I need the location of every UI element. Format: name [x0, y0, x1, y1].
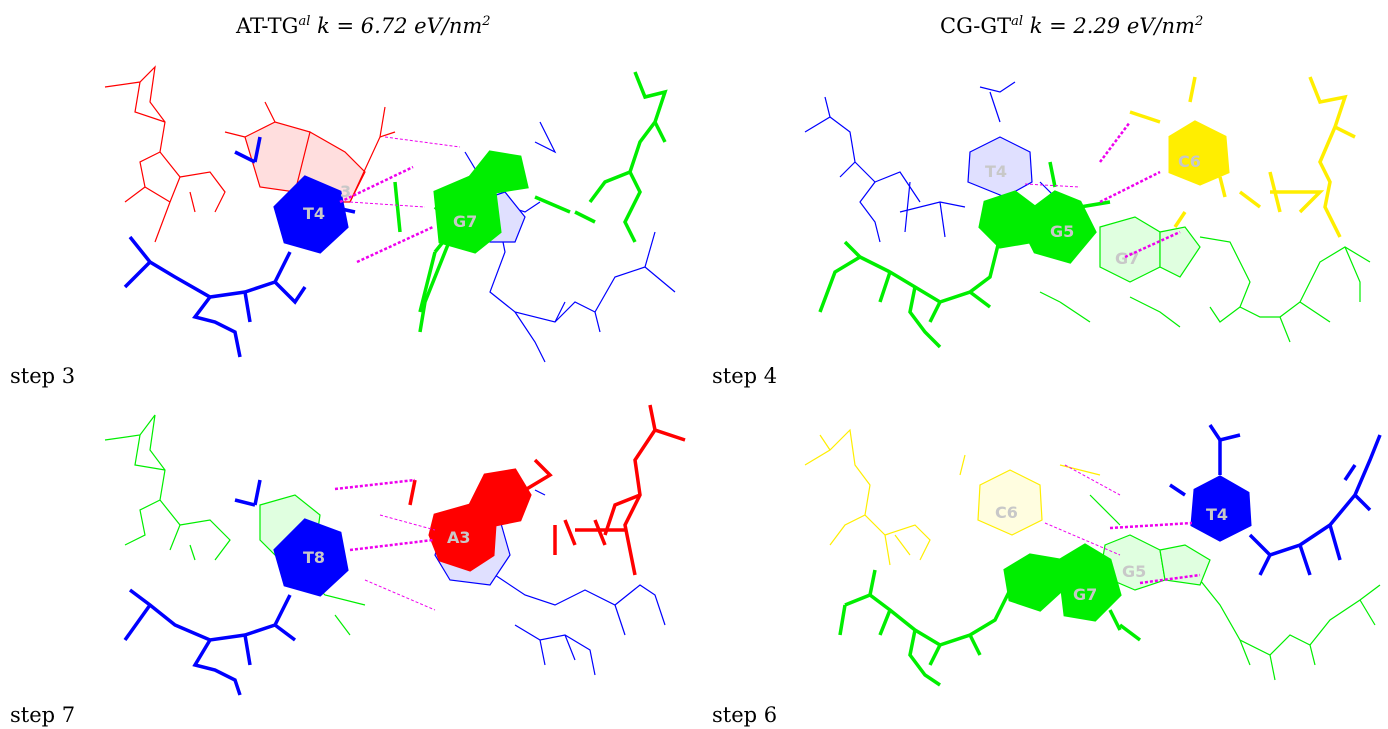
hydrogen-bonds-thin [1044, 464, 1121, 556]
base-g7-ring [433, 150, 529, 254]
pair-superscript: al [1011, 14, 1024, 29]
base-c6-ring [1168, 120, 1230, 186]
hydrogen-bonds [334, 478, 434, 552]
pair-name: AT-TG [236, 14, 299, 38]
stiffness-value: k = 6.72 eV/nm [317, 14, 483, 38]
hydrogen-bonds-thin [1024, 183, 1081, 188]
molecule-panel-step-6: C6 T4 G5 [804, 424, 1382, 687]
backbone-red-thick [408, 404, 686, 576]
backbone-green-thick [838, 569, 1142, 687]
residue-label-c6: C6 [1178, 152, 1201, 171]
stiffness-value: k = 2.29 eV/nm [1029, 14, 1195, 38]
base-g7-ring-pale [1099, 216, 1201, 283]
molecule-panel-step-3: T4 3 G7 [104, 65, 676, 363]
step-label-3: step 3 [10, 364, 76, 388]
base-t8-ring [273, 518, 349, 597]
base-t4-ring [273, 175, 349, 254]
pair-name: CG-GT [940, 14, 1012, 38]
step-label-7: step 7 [10, 703, 76, 727]
backbone-green-thin [1089, 494, 1381, 681]
base-g5-ring-pale [1099, 534, 1211, 591]
base-a3-ring [428, 468, 532, 572]
residue-label-t4: T4 [1206, 505, 1228, 524]
residue-label-t4: T4 [985, 162, 1007, 181]
step-label-6: step 6 [712, 703, 778, 727]
backbone-green-thick [818, 161, 1111, 349]
base-t4-ring [1190, 475, 1252, 542]
residue-label-t4: T4 [303, 204, 325, 223]
residue-label-a3: A3 [447, 528, 471, 547]
unit-exponent: 2 [1194, 14, 1204, 29]
column-title-cg-gt: CG-GTal k = 2.29 eV/nm2 [940, 14, 1203, 38]
residue-label-g7: G7 [453, 212, 477, 231]
backbone-blue-thick [123, 479, 297, 696]
residue-label-3: 3 [340, 182, 351, 201]
hydrogen-bonds [1099, 121, 1181, 259]
hydrogen-bonds-thin [364, 514, 436, 611]
backbone-yellow-thick [1129, 76, 1356, 238]
backbone-yellow-thin [804, 428, 1101, 566]
step-label-4: step 4 [712, 364, 778, 388]
pair-superscript: al [298, 14, 311, 29]
residue-label-t8: T8 [303, 548, 325, 567]
ring-red-pale-edges [224, 101, 396, 203]
residue-label-g5: G5 [1050, 222, 1074, 241]
base-t4-ring-pale [967, 136, 1033, 198]
residue-label-g7: G7 [1115, 249, 1139, 268]
residue-label-g7: G7 [1073, 585, 1097, 604]
backbone-red-thin [104, 65, 226, 243]
molecule-panel-step-7: T8 A3 [104, 404, 686, 696]
molecule-panel-step-4: T4 C6 G7 [804, 76, 1371, 349]
unit-exponent: 2 [482, 14, 491, 29]
residue-label-g5: G5 [1122, 562, 1146, 581]
base-g7-ring [1003, 543, 1122, 622]
hydrogen-bonds [1109, 521, 1201, 585]
residue-label-c6: C6 [995, 503, 1018, 522]
hydrogen-bonds [339, 165, 434, 264]
backbone-green-thin [104, 414, 366, 636]
column-title-at-tg: AT-TGal k = 6.72 eV/nm2 [236, 14, 491, 38]
base-g5-ring [978, 190, 1097, 264]
base-c6-ring-pale [977, 469, 1043, 536]
backbone-blue-thin [804, 81, 1061, 243]
backbone-green-thin [1039, 236, 1371, 343]
hydrogen-bonds-thin [349, 136, 461, 208]
backbone-blue-thin [494, 489, 666, 676]
